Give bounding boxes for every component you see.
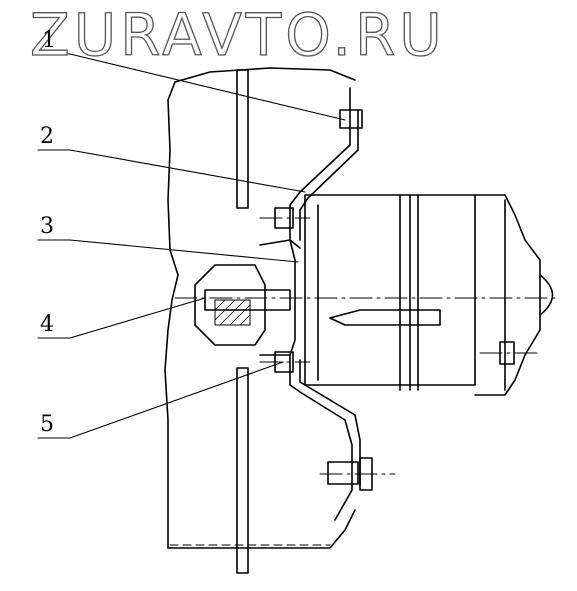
rear-cap-dome [539,274,554,316]
callout-4: 4 [40,312,54,337]
rear-cover [474,194,541,396]
rib-bottom [236,367,249,574]
rib-top [236,69,249,209]
shaft [204,289,291,311]
bolt-bottom-head [327,461,359,485]
callout-5: 5 [40,412,54,437]
nut-hatch [214,299,251,326]
leader-lines [37,53,346,439]
callout-2: 2 [40,124,54,149]
bracket-upper [289,87,351,249]
callout-1: 1 [42,28,56,53]
front-flange [259,239,296,356]
bracket-lower-inner [299,359,361,486]
alternator-housing [304,194,476,386]
watermark: ZURAVTO.RU [29,0,446,69]
engine-body-bottom [167,509,356,549]
bracket-lower [289,354,353,521]
engine-body-outline [164,67,356,549]
callout-3: 3 [40,214,54,239]
bracket-upper-inner [299,109,359,241]
hatch-lines [214,299,251,326]
center-lines [174,217,561,475]
housing-slot [329,309,441,326]
bracket-upper-top [339,109,363,129]
